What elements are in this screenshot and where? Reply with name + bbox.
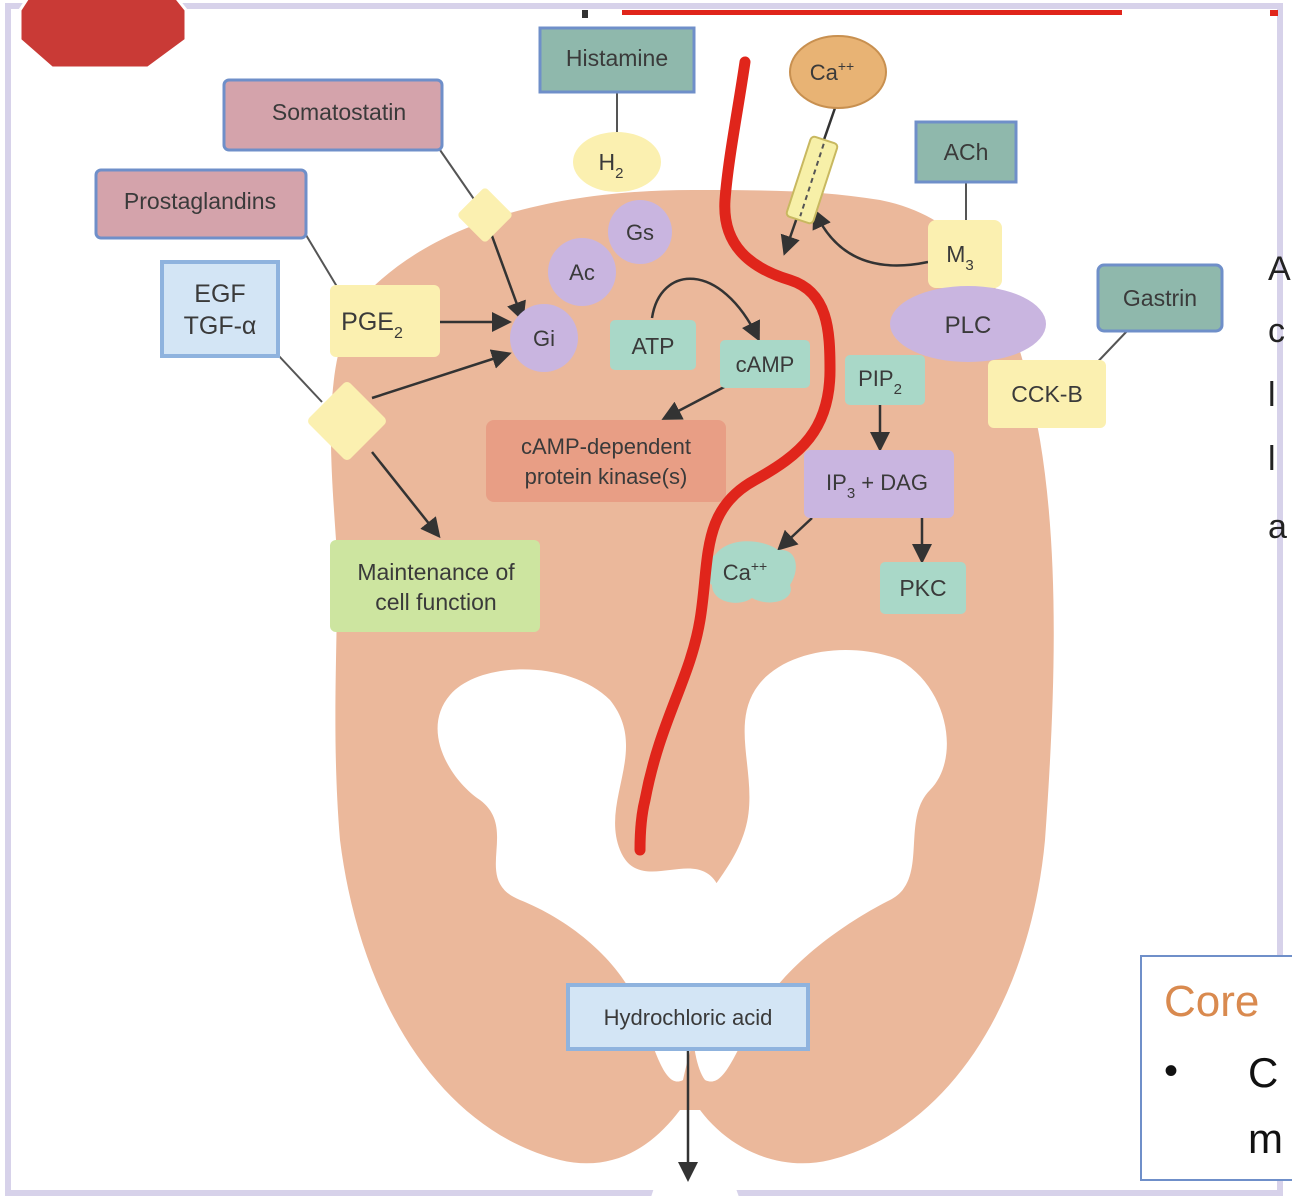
ca-ext-sup: ++	[838, 58, 854, 74]
maintenance-box	[330, 540, 540, 632]
slide-frame	[5, 3, 1283, 1196]
atp-label: ATP	[631, 333, 674, 359]
camp-label: cAMP	[736, 352, 795, 377]
camp-box	[720, 340, 810, 388]
kinase-box	[486, 420, 726, 502]
gi-label: Gi	[533, 326, 555, 351]
pge2-sub: 2	[394, 325, 403, 342]
core-panel-title: Core	[1164, 977, 1260, 1026]
arrow-m3-channel	[812, 208, 929, 267]
kinase-line1: cAMP-dependent	[521, 434, 691, 459]
ip3-dag-label: IP3 + DAG	[826, 470, 928, 502]
canaliculus-left	[437, 669, 726, 1082]
ca-extracellular	[789, 35, 887, 109]
canaliculus-right	[690, 650, 947, 1082]
egf-receptor	[308, 382, 386, 460]
prostaglandins-label: Prostaglandins	[124, 188, 276, 214]
core-panel-text-fragment-2: m	[1248, 1115, 1283, 1162]
lumen-gap	[650, 1110, 740, 1200]
pkc-label: PKC	[899, 575, 946, 601]
ach-label: ACh	[944, 139, 989, 165]
ip3-dag-box	[804, 450, 954, 518]
plc-enzyme	[890, 286, 1046, 362]
egf-label: EGF	[194, 280, 245, 308]
arrow-egf-maintenance	[371, 451, 441, 539]
edge-text-fragment: l	[1268, 376, 1276, 414]
gs-protein	[608, 200, 672, 264]
core-panel: Core • C m	[1140, 955, 1292, 1181]
h2-sub: 2	[615, 165, 623, 182]
arrow-atp-camp	[650, 277, 760, 342]
m3-sub: 3	[965, 257, 973, 274]
connector-egf	[277, 354, 323, 403]
stop-sign	[18, 0, 188, 70]
somatostatin-receptor	[458, 188, 512, 242]
hcl-box	[566, 983, 810, 1051]
pge2-box	[330, 285, 440, 357]
core-panel-bullet: •	[1164, 1049, 1179, 1093]
ca-ext-label: Ca++	[810, 58, 854, 85]
red-annotation-line	[634, 56, 836, 856]
connector-somatostatin	[439, 149, 479, 206]
edge-text-fragment: c	[1268, 312, 1285, 350]
arrow-egf-gi	[371, 349, 512, 400]
gastrin-box	[1096, 263, 1224, 333]
maintenance-line2: cell function	[375, 589, 496, 615]
prostaglandins-box	[94, 168, 308, 240]
pkc-box	[880, 562, 966, 614]
ca-int-main: Ca	[723, 560, 752, 585]
m3-label: M3	[946, 241, 974, 274]
h2-main: H	[599, 149, 616, 175]
ac-enzyme	[548, 238, 616, 306]
arrow-ip3-ca	[777, 517, 813, 551]
m3-main: M	[946, 241, 965, 267]
pip2-sub: 2	[894, 381, 902, 398]
egf-tgf-box	[160, 260, 280, 358]
edge-text-fragment: a	[1268, 508, 1287, 546]
kinase-line2: protein kinase(s)	[525, 464, 688, 489]
top-red-dot	[1270, 10, 1278, 16]
h2-receptor	[573, 132, 661, 192]
histamine-label: Histamine	[566, 45, 668, 71]
histamine-box	[538, 26, 696, 94]
ip3-main: IP	[826, 470, 847, 495]
top-red-strip	[622, 10, 1122, 15]
cckb-receptor	[988, 360, 1106, 428]
cckb-label: CCK-B	[1011, 381, 1083, 407]
h2-label: H2	[599, 149, 624, 182]
ca-int-label: Ca++	[723, 558, 767, 585]
ca-intracellular	[704, 541, 796, 603]
gs-label: Gs	[626, 220, 654, 245]
ac-label: Ac	[569, 260, 595, 285]
hcl-label: Hydrochloric acid	[604, 1005, 773, 1030]
top-text-fragment	[582, 10, 588, 18]
pip2-label: PIP2	[858, 366, 902, 398]
ca-int-sup: ++	[751, 558, 767, 574]
arrow-camp-kinase	[661, 383, 729, 420]
pip2-main: PIP	[858, 366, 893, 391]
edge-text-fragment: l	[1268, 440, 1276, 478]
tgf-label: TGF-α	[184, 312, 257, 340]
ach-box	[914, 120, 1018, 184]
pge2-label: PGE2	[341, 308, 403, 342]
core-panel-text-fragment-1: C	[1248, 1049, 1279, 1096]
maintenance-line1: Maintenance of	[357, 559, 515, 585]
somatostatin-box	[222, 78, 444, 152]
atp-box	[610, 320, 696, 370]
edge-text-fragment: A	[1268, 250, 1291, 288]
ca-ext-main: Ca	[810, 60, 839, 85]
somatostatin-label: Somatostatin	[272, 99, 406, 125]
gastrin-label: Gastrin	[1123, 285, 1197, 311]
plc-label: PLC	[945, 312, 992, 339]
ip3-sub: 3	[847, 485, 855, 502]
ip3-rest: + DAG	[855, 470, 928, 495]
arrow-somatostatin-gi	[486, 224, 526, 322]
calcium-channel	[785, 135, 839, 225]
gi-protein	[510, 304, 578, 372]
m3-receptor	[928, 220, 1002, 288]
pip2-box	[845, 355, 925, 405]
pge2-main: PGE	[341, 308, 394, 336]
